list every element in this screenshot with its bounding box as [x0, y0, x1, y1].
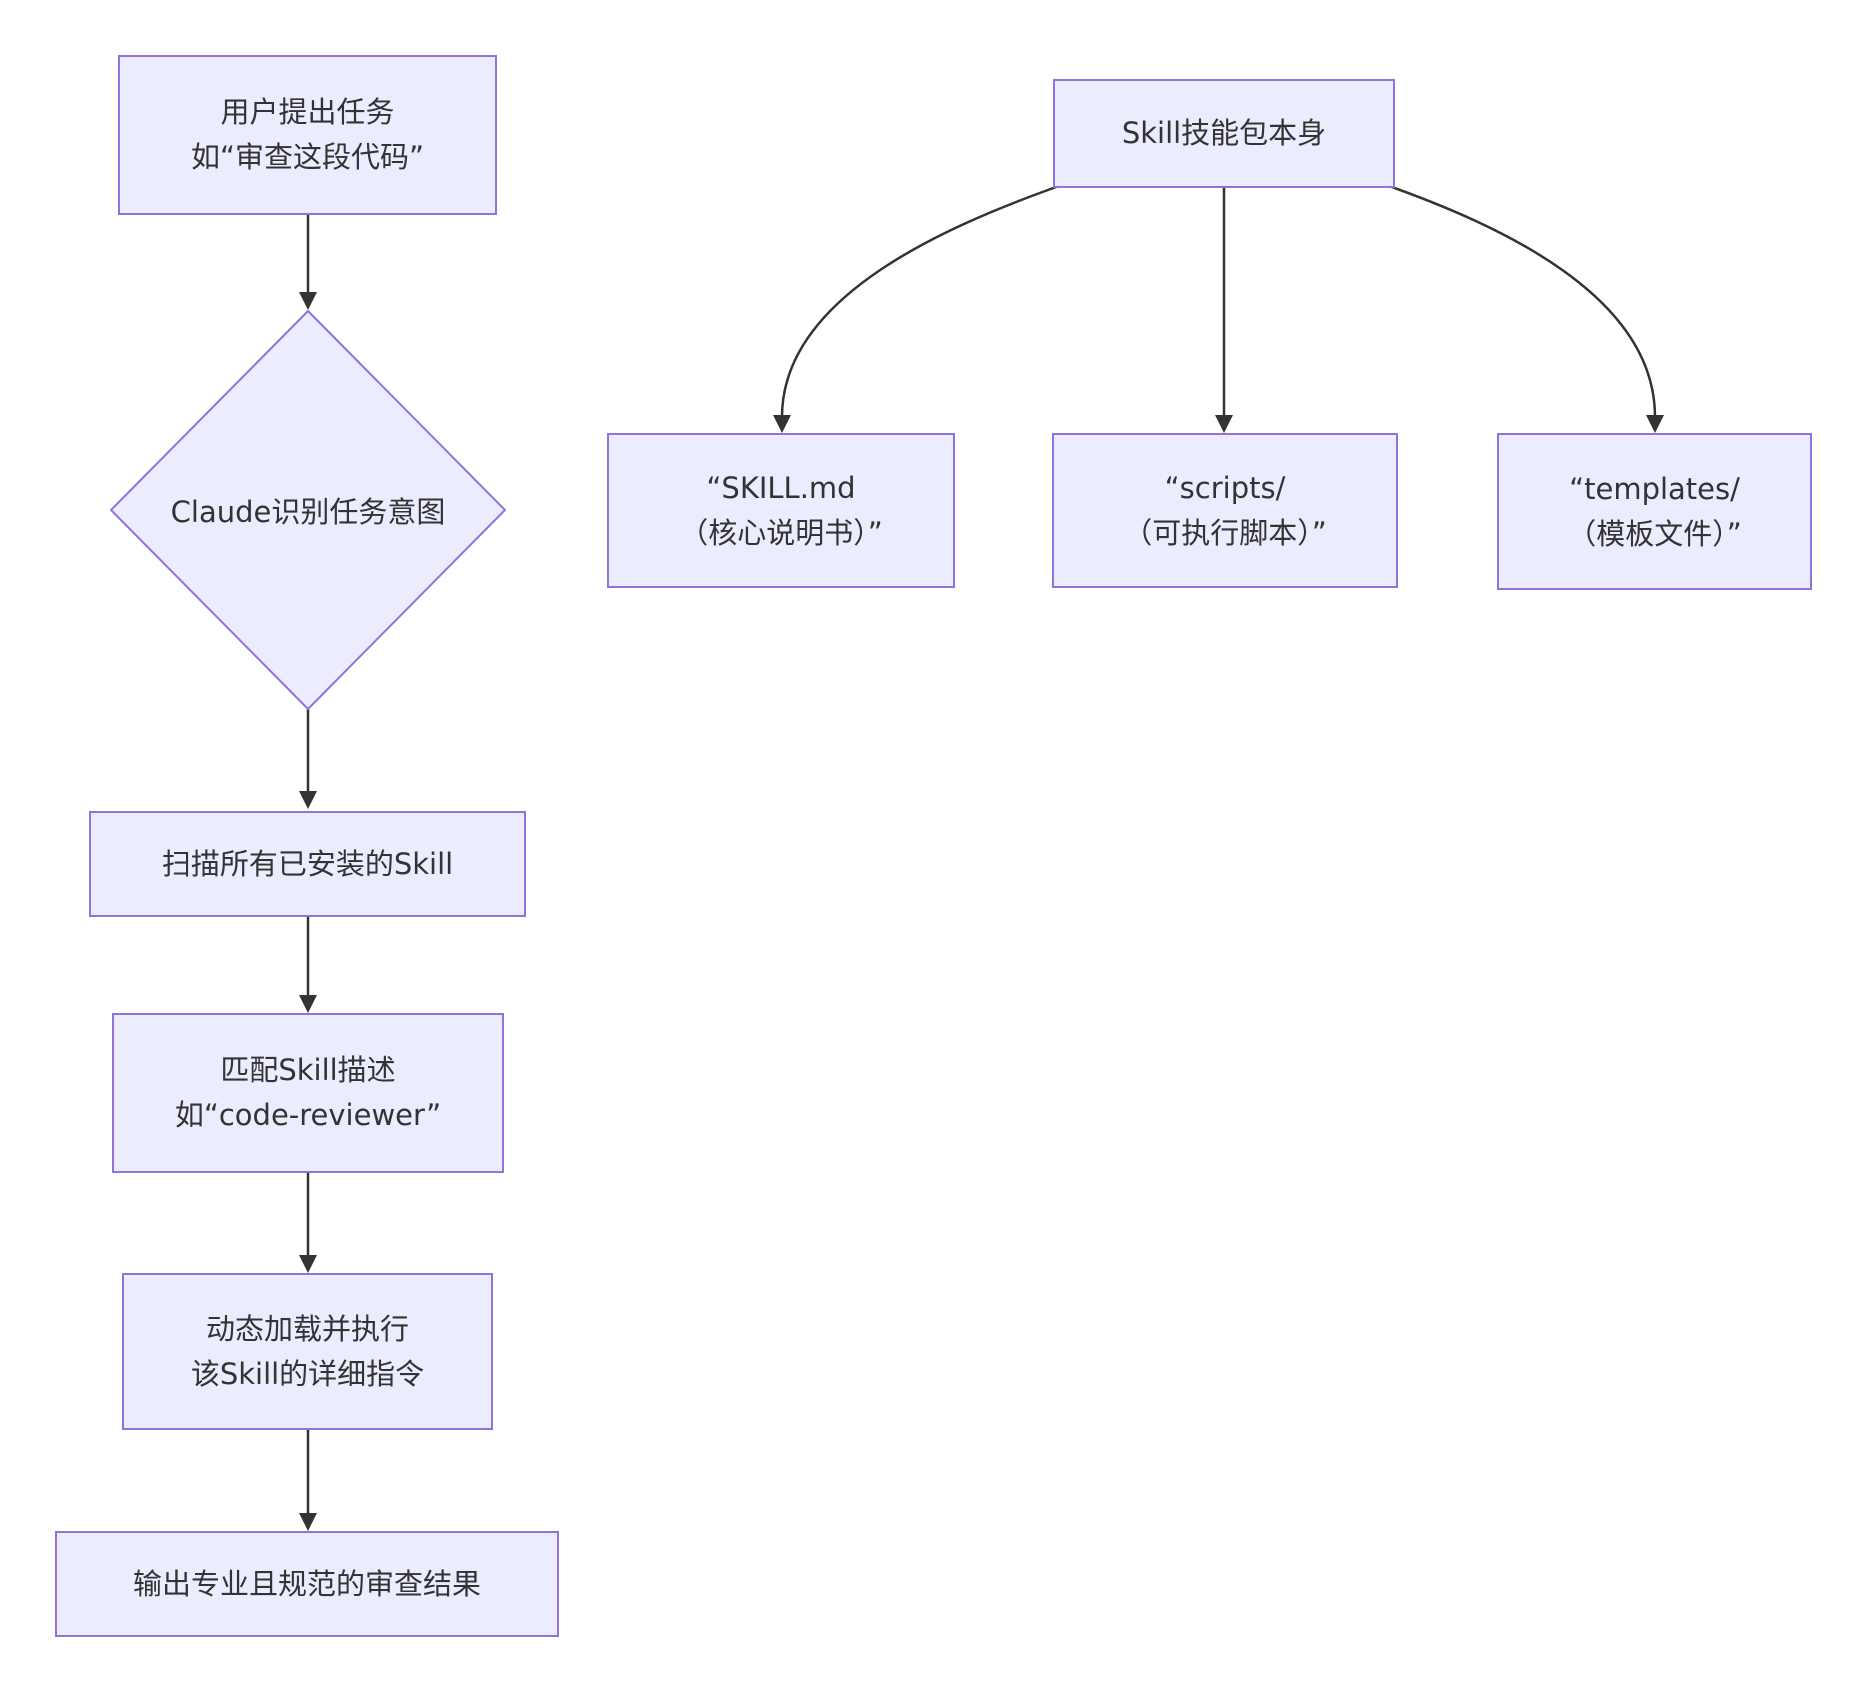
edge-user-task-to-intent [299, 215, 317, 310]
node-load-execute: 动态加载并执行 该Skill的详细指令 [122, 1273, 493, 1430]
arrowhead-icon [299, 995, 317, 1013]
node-skill-md-line1: “SKILL.md [706, 470, 856, 505]
node-scan-label: 扫描所有已安装的Skill [161, 846, 454, 881]
node-skill-md-line2: （核心说明书）” [679, 515, 883, 550]
arrowhead-icon [299, 292, 317, 310]
node-match-line1: 匹配Skill描述 [220, 1053, 396, 1088]
node-load-line2: 该Skill的详细指令 [190, 1356, 425, 1391]
node-templates-line2: （模板文件）” [1567, 516, 1742, 551]
edge-root-to-templates [1388, 184, 1664, 433]
node-output-label: 输出专业且规范的审查结果 [132, 1566, 481, 1601]
edge-intent-to-scan [299, 709, 317, 809]
node-skill-package-label: Skill技能包本身 [1121, 116, 1327, 151]
node-user-task-line2: 如“审查这段代码” [190, 140, 425, 174]
diamond-shape-icon [110, 310, 506, 710]
node-templates-line1: “templates/ [1569, 471, 1740, 506]
node-match-line2: 如“code-reviewer” [174, 1098, 442, 1132]
edge-root-to-skill-md [773, 184, 1060, 433]
arrowhead-icon [1215, 415, 1233, 433]
arrowhead-icon [773, 415, 791, 433]
node-intent-decision: Claude识别任务意图 [110, 310, 506, 710]
arrowhead-icon [299, 1255, 317, 1273]
node-skill-md: “SKILL.md （核心说明书）” [607, 433, 955, 588]
node-output-result: 输出专业且规范的审查结果 [55, 1531, 559, 1637]
node-scripts-line2: （可执行脚本）” [1123, 515, 1327, 550]
node-scripts: “scripts/ （可执行脚本）” [1052, 433, 1398, 588]
node-templates: “templates/ （模板文件）” [1497, 433, 1812, 590]
node-user-task: 用户提出任务 如“审查这段代码” [118, 55, 497, 215]
node-scan-skills: 扫描所有已安装的Skill [89, 811, 526, 917]
node-load-line1: 动态加载并执行 [205, 1311, 409, 1346]
edge-scan-to-match [299, 917, 317, 1013]
edge-load-to-output [299, 1430, 317, 1531]
node-user-task-line1: 用户提出任务 [220, 95, 395, 130]
arrowhead-icon [1646, 415, 1664, 433]
node-skill-package: Skill技能包本身 [1053, 79, 1395, 188]
node-match-skill: 匹配Skill描述 如“code-reviewer” [112, 1013, 504, 1173]
node-scripts-line1: “scripts/ [1164, 470, 1286, 505]
node-intent-label: Claude识别任务意图 [170, 495, 446, 529]
arrowhead-icon [299, 1513, 317, 1531]
edge-match-to-load [299, 1173, 317, 1273]
edge-root-to-scripts [1215, 188, 1233, 433]
arrowhead-icon [299, 791, 317, 809]
